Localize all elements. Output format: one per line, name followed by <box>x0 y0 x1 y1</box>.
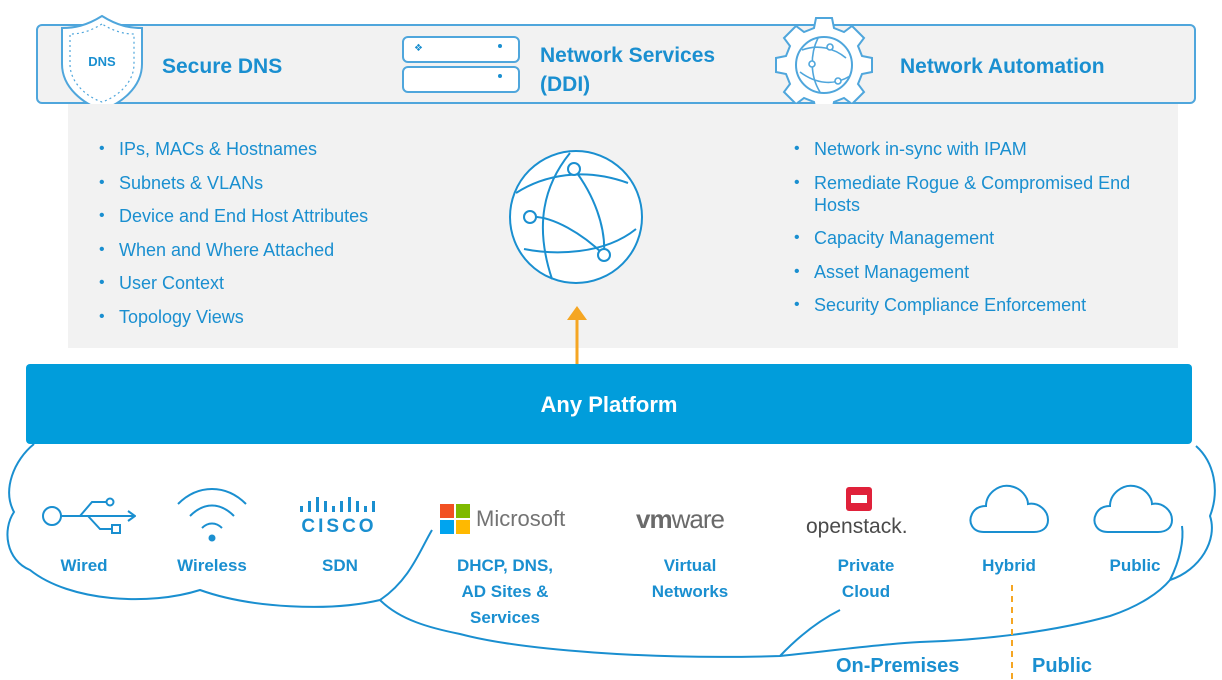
caption-wireless: Wireless <box>177 556 247 575</box>
wifi-icon <box>174 484 250 542</box>
svg-text:❖: ❖ <box>414 43 423 54</box>
vmware-vm: vm <box>636 504 673 534</box>
list-item: Asset Management <box>792 261 1172 283</box>
cisco-wordmark: CISCO <box>301 516 377 537</box>
caption-microsoft-line3: Services <box>470 608 540 627</box>
ddi-label-line1: Network Services <box>540 44 716 67</box>
vmware-logo: vmware <box>636 504 725 535</box>
any-platform-bar: Any Platform <box>26 364 1192 444</box>
caption-openstack-line1: Private <box>837 556 895 575</box>
server-icon: ❖ <box>402 34 520 96</box>
caption-microsoft-line2: AD Sites & <box>461 582 549 601</box>
public-label: Public <box>1032 655 1093 677</box>
left-feature-list: IPs, MACs & Hostnames Subnets & VLANs De… <box>97 138 368 339</box>
list-item: IPs, MACs & Hostnames <box>97 138 368 160</box>
platform-label: Any Platform <box>540 392 678 417</box>
openstack-wordmark: openstack. <box>806 515 908 538</box>
usb-icon <box>40 496 136 536</box>
list-item: Security Compliance Enforcement <box>792 294 1172 316</box>
caption-vmware-line2: Networks <box>651 582 729 601</box>
list-item: Subnets & VLANs <box>97 172 368 194</box>
dns-shield-icon: DNS <box>56 12 148 112</box>
list-item: Remediate Rogue & Compromised End Hosts <box>792 172 1154 216</box>
caption-sdn: SDN <box>322 556 358 575</box>
public-cloud-icon <box>1090 482 1176 536</box>
network-automation-label: Network Automation <box>900 55 1105 78</box>
list-item: Network in-sync with IPAM <box>792 138 1172 160</box>
microsoft-wordmark: Microsoft <box>476 506 566 531</box>
list-item: When and Where Attached <box>97 239 368 261</box>
list-item: Topology Views <box>97 306 368 328</box>
list-item: User Context <box>97 272 368 294</box>
caption-hybrid: Hybrid <box>982 556 1036 575</box>
shield-label: DNS <box>88 54 116 69</box>
secure-dns-label: Secure DNS <box>162 55 283 78</box>
ddi-label-line2: (DDI) <box>540 73 591 96</box>
microsoft-logo <box>440 504 470 534</box>
divider-line <box>1010 585 1014 680</box>
gear-globe-icon <box>772 14 876 114</box>
caption-vmware-line1: Virtual <box>663 556 717 575</box>
cisco-logo: CISCO <box>298 496 384 537</box>
globe-icon <box>504 145 648 289</box>
caption-public: Public <box>1109 556 1161 575</box>
right-feature-list: Network in-sync with IPAM Remediate Rogu… <box>792 138 1172 328</box>
vmware-ware: ware <box>671 504 725 534</box>
caption-wired: Wired <box>60 556 108 575</box>
cloud-outline <box>0 430 1222 680</box>
caption-openstack-line2: Cloud <box>841 582 891 601</box>
caption-microsoft-line1: DHCP, DNS, <box>456 556 554 575</box>
list-item: Device and End Host Attributes <box>97 205 368 227</box>
on-premises-label: On-Premises <box>836 655 960 677</box>
top-services-bar <box>36 24 1196 104</box>
list-item: Capacity Management <box>792 227 1172 249</box>
openstack-logo-icon <box>846 487 872 511</box>
hybrid-cloud-icon <box>966 482 1052 536</box>
